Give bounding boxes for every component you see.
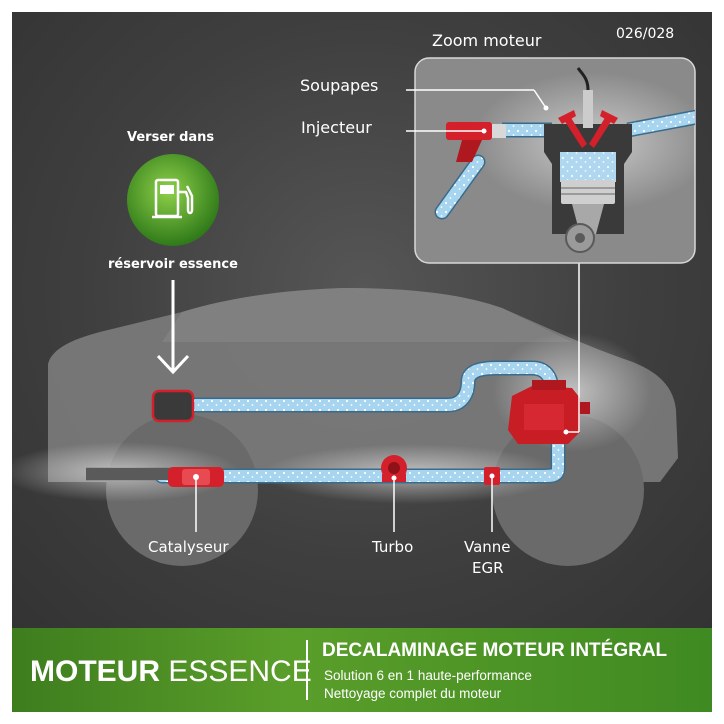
- fuel-top-text: Verser dans: [127, 130, 215, 145]
- zoom-title: Zoom moteur: [432, 31, 542, 50]
- footer-title: MOTEUR ESSENCE: [30, 655, 312, 689]
- footer-title-light: ESSENCE: [168, 655, 312, 688]
- diagram-frame: 026/028 Zoom moteur Soupapes Injecteur V…: [12, 12, 712, 712]
- car-diagram: [12, 57, 696, 566]
- footer-subline-2: Nettoyage complet du moteur: [324, 686, 502, 701]
- label-soupapes: Soupapes: [300, 76, 379, 95]
- tailpipe: [86, 468, 170, 480]
- piston: [561, 180, 615, 204]
- turbo: [381, 455, 407, 482]
- label-egr: EGR: [472, 559, 504, 577]
- exhaust-valve: [589, 116, 612, 148]
- intake-valve: [564, 116, 587, 148]
- footer-subline-1: Solution 6 en 1 haute-performance: [324, 668, 532, 683]
- fuel-tank: [151, 389, 195, 423]
- footer-heading: DECALAMINAGE MOTEUR INTÉGRAL: [322, 640, 668, 661]
- label-turbo: Turbo: [372, 538, 414, 556]
- fuel-pump-icon: [152, 178, 194, 219]
- label-vanne: Vanne: [464, 538, 511, 556]
- label-catalyseur: Catalyseur: [148, 538, 229, 556]
- label-injecteur: Injecteur: [301, 118, 372, 137]
- engine-block: [508, 380, 590, 444]
- footer-title-bold: MOTEUR: [30, 655, 160, 688]
- fuel-bottom-text: réservoir essence: [108, 257, 238, 272]
- engine-zoom-panel: [414, 57, 696, 264]
- rear-wheel: [492, 414, 644, 566]
- page-number: 026/028: [616, 26, 675, 42]
- fuel-badge: [127, 154, 219, 246]
- footer-divider: [306, 640, 308, 700]
- footer-banner: MOTEUR ESSENCE DECALAMINAGE MOTEUR INTÉG…: [12, 628, 712, 712]
